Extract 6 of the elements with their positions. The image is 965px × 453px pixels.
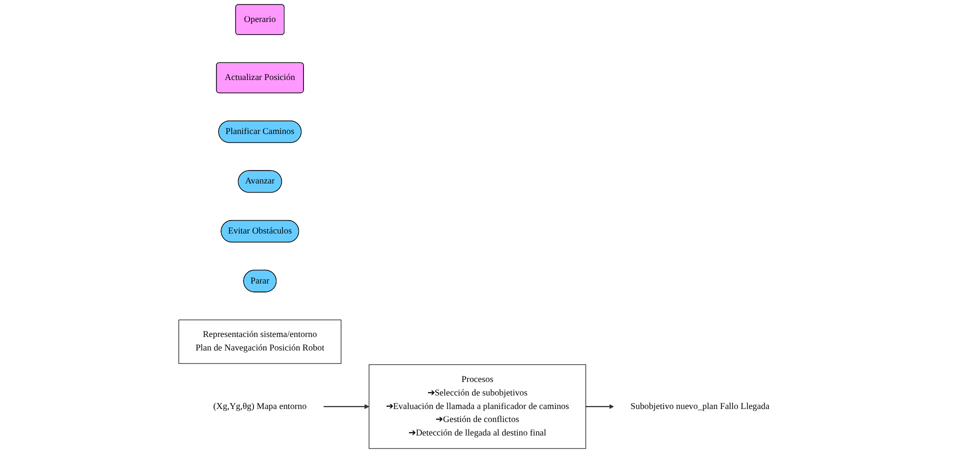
arrow [323,404,370,410]
node-text: (Xg,Yg,θg) Mapa entorno [213,402,307,412]
node-box: Procesos ➔Selección de subobjetivos ➔Evaluación de llamada a planificador de caminos ➔Gestión de conflictos ➔Detección de llegada al destino final [368,364,586,449]
arrow [586,404,614,410]
node-box: Representación sistema/entorno Plan de Navegación Posición Robot [178,320,342,364]
node-text: Subobjetivo nuevo_plan Fallo Llegada [630,402,770,412]
